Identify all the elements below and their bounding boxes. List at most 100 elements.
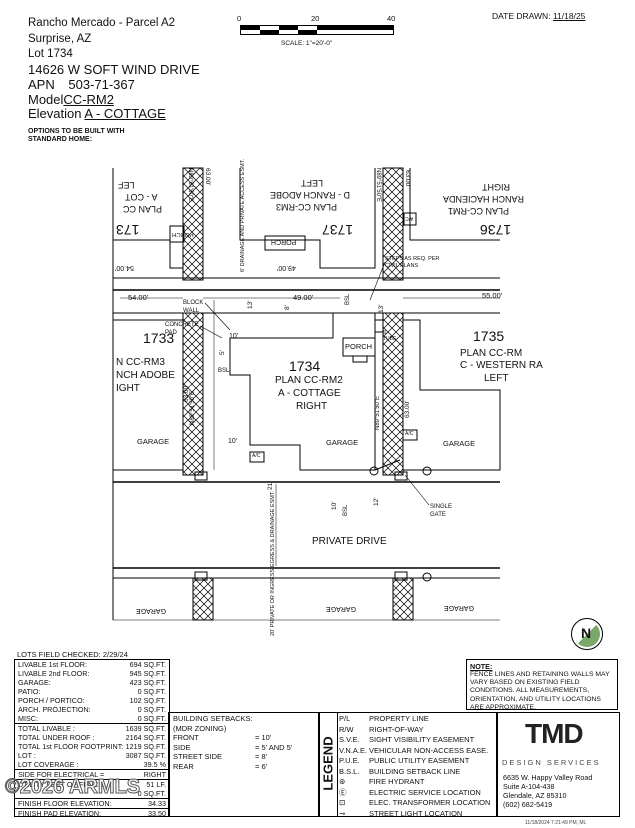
- ac-1735: A/C: [405, 431, 414, 437]
- lot-1733-number: 1733: [143, 330, 175, 346]
- electrical-row: SIDE FOR ELECTRICAL =RIGHT: [15, 769, 169, 779]
- note-box: NOTE: FENCE LINES AND RETAINING WALLS MA…: [466, 659, 618, 711]
- total-row-2-label: TOTAL 1st FLOOR FOOTPRINT:: [18, 742, 124, 751]
- company-addr1: 6635 W. Happy Valley Road: [503, 773, 593, 782]
- elevation-row-1-label: FINISH PAD ELEVATION:: [18, 809, 102, 818]
- porch-label-1734: PORCH: [345, 342, 373, 351]
- lot-1734-elevation: A - COTTAGE: [278, 388, 341, 399]
- company-addr3: Glendale, AZ 85310: [503, 791, 567, 800]
- model-label: Model: [28, 92, 64, 107]
- legend-key: Ⓔ: [339, 787, 347, 797]
- total-row-1-label: TOTAL UNDER ROOF :: [18, 733, 95, 742]
- setback-value: = 8': [255, 752, 268, 761]
- total-row-2: TOTAL 1st FLOOR FOOTPRINT:1219 SQ.FT.: [15, 742, 169, 751]
- lot-1736-elevation: RANCH HACIENDA: [443, 194, 525, 204]
- extra-row-0-value: 51 LF.: [146, 780, 166, 789]
- setback-label: STREET SIDE: [173, 752, 223, 761]
- watermark: ©2026 ARMLS: [4, 776, 141, 799]
- stat-row-5-value: 0 SQ.FT.: [137, 705, 166, 714]
- elevation-label: Elevation: [28, 106, 82, 121]
- subdivision-name: Rancho Mercado - Parcel A2: [28, 17, 176, 29]
- lot-1735-plan: PLAN CC-RM: [460, 348, 523, 359]
- porch-label-1737: PORCH: [271, 238, 297, 245]
- stat-row-0-label: LIVABLE 1st FLOOR:: [18, 660, 87, 669]
- garage-label-lower-3: GARAGE: [444, 604, 474, 611]
- total-row-4-label: LOT COVERAGE :: [18, 760, 79, 769]
- note-title: NOTE:: [470, 662, 493, 671]
- dim-21: 21': [267, 481, 274, 490]
- dim-55: 55.00': [482, 291, 503, 300]
- bsl-label-3: BSL: [343, 504, 349, 516]
- dim-63-upper-right: 63.00': [404, 170, 411, 188]
- lot-1735-orientation: LEFT: [484, 373, 509, 384]
- dim-63-right: 63.00': [404, 400, 411, 418]
- dim-54-upper: 54.00': [115, 264, 134, 271]
- legend-desc: ELEC. TRANSFORMER LOCATION: [369, 798, 491, 807]
- legend-key: R/W: [339, 724, 354, 734]
- legend-key: ⊸: [339, 808, 346, 818]
- legend-row-5: B.S.L.BUILDING SETBACK LINE: [339, 767, 490, 778]
- legend-title-cell: LEGEND: [319, 713, 338, 816]
- north-arrow-icon: N: [571, 618, 603, 650]
- legend-title: LEGEND: [320, 736, 336, 791]
- scale-tick-0: 0: [237, 14, 242, 23]
- legend-desc: ELECTRIC SERVICE LOCATION: [369, 787, 481, 797]
- lot-1736-orientation: RIGHT: [482, 182, 510, 192]
- legend-key: P.U.E.: [339, 756, 360, 765]
- concrete-pad-label: CONCRETE PAD: [165, 322, 199, 336]
- elevation-row-0-value: 34.33: [148, 799, 166, 808]
- stat-row-1-value: 945 SQ.FT.: [129, 669, 166, 678]
- elevation-row: Elevation A - COTTAGE: [28, 107, 166, 121]
- block-wall-3: [182, 312, 204, 476]
- ac-1734: A/C: [252, 453, 261, 459]
- total-row-4: LOT COVERAGE : 39.5 %: [15, 760, 169, 769]
- legend-desc: PROPERTY LINE: [369, 714, 429, 723]
- ac-1736: A/C: [405, 215, 414, 221]
- options-note: OPTIONS TO BE BUILT WITH STANDARD HOME:: [28, 128, 125, 143]
- legend-row-2: S.V.E.SIGHT VISIBILITY EASEMENT: [339, 735, 490, 746]
- dim-10: 10': [229, 333, 239, 340]
- setback-row-1: SIDE= 5' AND 5': [169, 743, 319, 753]
- bearing-left: N89°51'50"E: [190, 390, 196, 425]
- elevation-row-0-label: FINISH FLOOR ELEVATION:: [18, 799, 112, 808]
- legend-desc: VEHICULAR NON-ACCESS EASE.: [369, 745, 489, 755]
- lot-1734-plan: PLAN CC-RM2: [275, 375, 343, 386]
- footer-stamp: 11/18/2024 7:21:49 PM, ML: [525, 820, 587, 826]
- setback-label: FRONT: [173, 733, 199, 742]
- date-label: DATE DRAWN:: [492, 11, 551, 21]
- stats-table: LIVABLE 1st FLOOR:694 SQ.FT.LIVABLE 2nd …: [14, 659, 170, 818]
- ingress-esmt: 20' PRIVATE DR INGRESS-EGRESS & DRAINAGE…: [270, 490, 276, 636]
- lot-1735-number: 1735: [473, 328, 505, 344]
- lot-173-number: 173: [116, 222, 140, 238]
- steps-note: STEPS AS REQ. PER CIVIL PLANS: [385, 256, 440, 269]
- elevation-row-0: FINISH FLOOR ELEVATION: 34.33: [15, 798, 169, 808]
- garage-label-lower-2: GARAGE: [326, 605, 356, 612]
- stat-row-3-label: PATIO:: [18, 687, 41, 696]
- total-row-4-value: 39.5 %: [143, 760, 166, 769]
- elevation-value: A - COTTAGE: [84, 106, 166, 121]
- north-label: N: [581, 625, 592, 641]
- legend-desc: PUBLIC UTILITY EASEMENT: [369, 756, 470, 765]
- setback-row-3: REAR= 6': [169, 762, 319, 772]
- dim-10-garage: 10': [228, 438, 238, 445]
- total-row-0: TOTAL LIVABLE :1639 SQ.FT.: [15, 723, 169, 733]
- legend-desc: RIGHT-OF-WAY: [369, 724, 424, 734]
- lot-1737-number: 1737: [322, 222, 354, 238]
- address: 14626 W SOFT WIND DRIVE: [28, 62, 200, 77]
- note-text: FENCE LINES AND RETAINING WALLS MAY VARY…: [470, 671, 610, 711]
- model-value: CC-RM2: [63, 92, 114, 107]
- lots-checked-date: 2/29/24: [102, 650, 128, 659]
- legend-row-3: V.N.A.E.VEHICULAR NON-ACCESS EASE.: [339, 746, 490, 757]
- dim-63-left: 63.00': [183, 384, 190, 402]
- extra-row-1-value: 0 SQ.FT.: [137, 789, 166, 798]
- date-drawn: DATE DRAWN: 11/18/25: [492, 11, 585, 21]
- dim-8: 8': [284, 305, 291, 310]
- extra-row-0: UTILITY FEET OF FENCE:51 LF.: [15, 779, 169, 789]
- total-row-2-value: 1219 SQ.FT.: [125, 742, 166, 751]
- apn-value: 503-71-367: [68, 77, 135, 92]
- date-value: 11/18/25: [552, 11, 586, 21]
- garage-label-1733: GARAGE: [137, 437, 170, 446]
- total-row-3-label: LOT :: [18, 751, 36, 760]
- lot-1737-elevation: D - RANCH ADOBE: [270, 190, 351, 200]
